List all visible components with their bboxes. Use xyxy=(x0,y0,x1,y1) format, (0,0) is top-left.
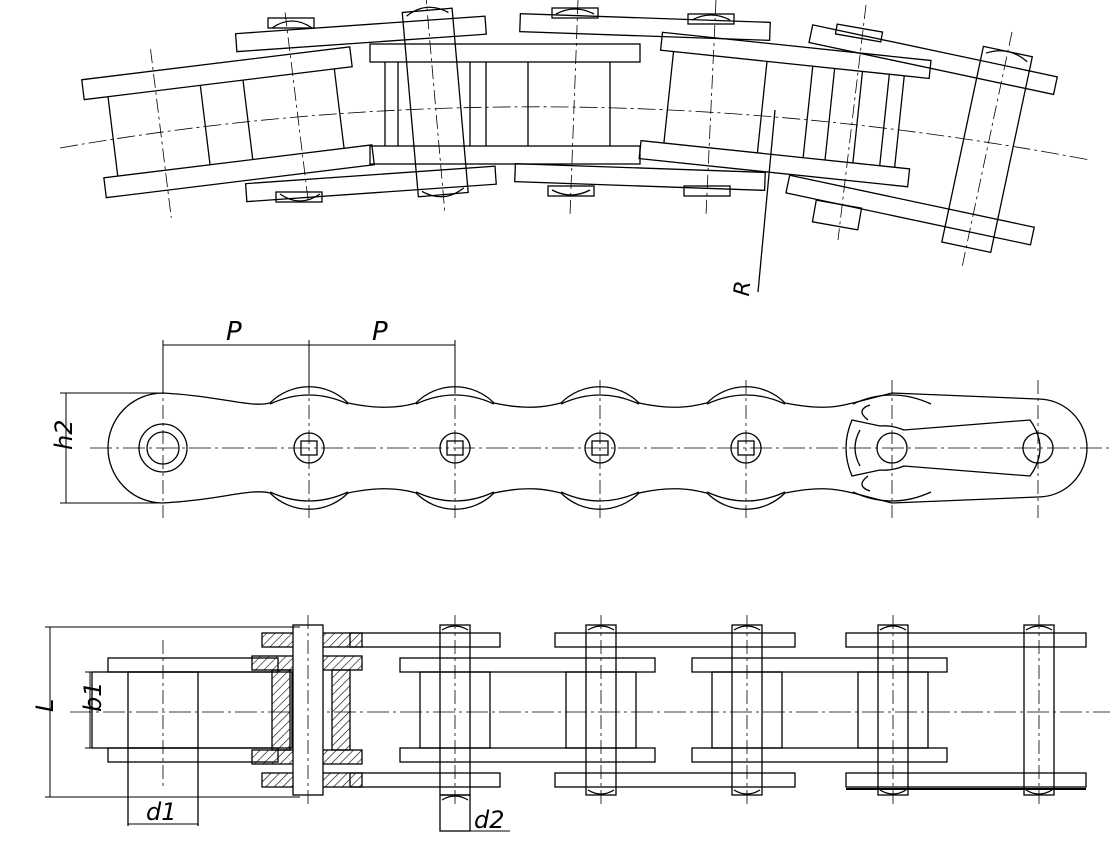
pin-hole xyxy=(584,432,616,464)
plan-view: L b1 d1 d2 xyxy=(31,615,1110,834)
pin-hole xyxy=(1022,432,1054,464)
side-plate-outline xyxy=(107,386,1088,510)
pin-hole xyxy=(876,432,908,464)
roller-diameter-label: d1 xyxy=(146,798,177,826)
spring-clip xyxy=(845,419,1041,477)
pin-hole xyxy=(730,432,762,464)
curved-link-1 xyxy=(81,12,376,218)
side-view: P P h2 xyxy=(50,317,1110,518)
sectioned-pin xyxy=(251,615,363,805)
pitch-label-2: P xyxy=(372,317,388,347)
end-roller xyxy=(138,423,188,473)
plate-height-label: h2 xyxy=(50,420,78,450)
inner-width-label: b1 xyxy=(79,681,107,712)
pin-hole xyxy=(439,432,471,464)
pitch-label-1: P xyxy=(226,317,242,347)
radius-label: R xyxy=(730,280,756,298)
curved-pin xyxy=(401,0,469,215)
pin-hole xyxy=(293,432,325,464)
curved-link-3 xyxy=(638,31,932,188)
pin-diameter-label: d2 xyxy=(474,806,505,834)
curved-chain-view: R xyxy=(59,0,1091,298)
pitch-arc-centerline xyxy=(59,106,1091,161)
overall-width-label: L xyxy=(31,699,59,712)
